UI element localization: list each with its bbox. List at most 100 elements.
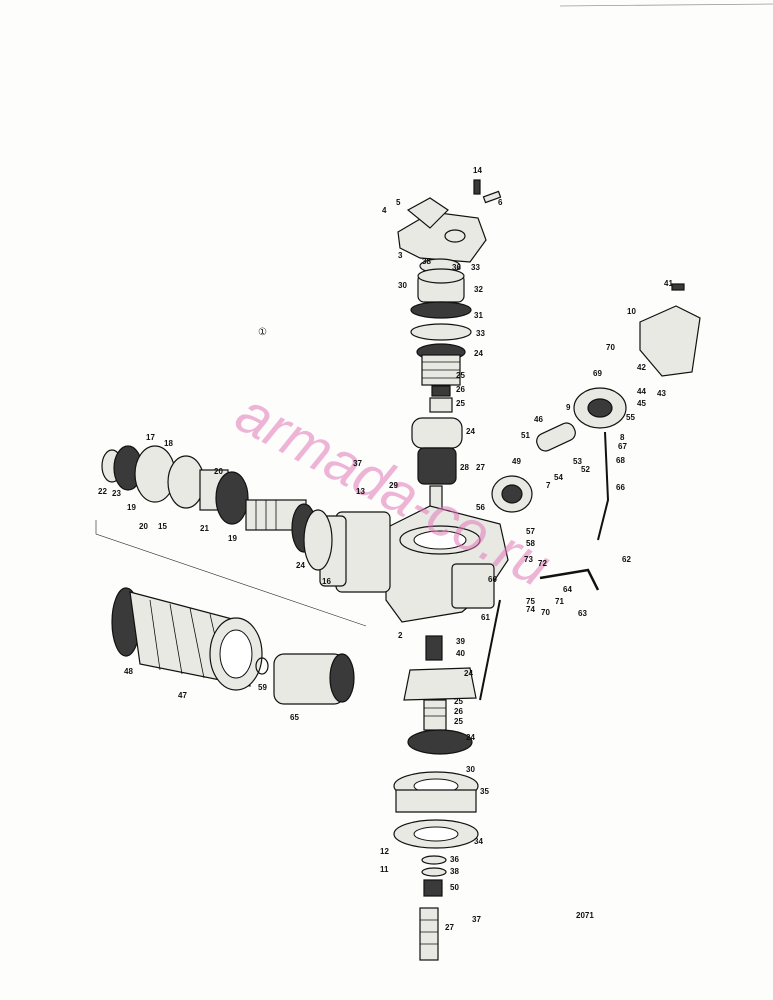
part-label-10: 10 [627, 307, 636, 316]
part-label-5: 5 [396, 198, 401, 207]
scan-edge-line [559, 3, 773, 7]
steering-assembly [479, 283, 701, 701]
part-label-54: 54 [554, 473, 563, 482]
part-label-70b: 70 [541, 608, 550, 617]
part-label-8: 8 [620, 433, 625, 442]
part-label-36a: 36 [452, 263, 461, 272]
part-label-16: 16 [322, 577, 331, 586]
part-label-72: 72 [538, 559, 547, 568]
bellows-47 [111, 587, 263, 691]
part-label-25c: 25 [454, 697, 463, 706]
part-label-4: 4 [382, 206, 387, 215]
part-label-20a: 20 [139, 522, 148, 531]
part-label-18: 18 [164, 439, 173, 448]
part-label-56: 56 [476, 503, 485, 512]
part-label-30a: 30 [398, 281, 407, 290]
part-label-51: 51 [521, 431, 530, 440]
part-label-19a: 19 [127, 503, 136, 512]
part-label-25b: 25 [456, 399, 465, 408]
part-label-59: 59 [258, 683, 267, 692]
part-label-46: 46 [534, 415, 543, 424]
part-label-24e: 24 [466, 733, 475, 742]
section-marker: ① [258, 327, 267, 338]
part-label-13: 13 [356, 487, 365, 496]
part-label-26a: 26 [456, 385, 465, 394]
part-label-33b: 33 [476, 329, 485, 338]
part-label-12: 12 [380, 847, 389, 856]
part-label-24d: 24 [464, 669, 473, 678]
part-label-68: 68 [616, 456, 625, 465]
part-label-20b: 20 [214, 467, 223, 476]
part-label-49: 49 [512, 457, 521, 466]
upper-cover-assembly [397, 179, 502, 263]
part-label-43: 43 [657, 389, 666, 398]
group-bracket [95, 520, 367, 627]
diagram-number: 2071 [576, 911, 594, 920]
horizontal-shaft-assembly [101, 445, 333, 571]
part-label-9: 9 [566, 403, 571, 412]
part-label-39: 39 [456, 637, 465, 646]
part-label-57: 57 [526, 527, 535, 536]
part-label-62: 62 [622, 555, 631, 564]
part-label-52: 52 [581, 465, 590, 474]
part-label-25d: 25 [454, 717, 463, 726]
part-label-22: 22 [98, 487, 107, 496]
part-label-15: 15 [158, 522, 167, 531]
part-label-21: 21 [200, 524, 209, 533]
part-label-3: 3 [398, 251, 403, 260]
part-label-44: 44 [637, 387, 646, 396]
part-label-24b: 24 [466, 427, 475, 436]
part-label-47: 47 [178, 691, 187, 700]
part-label-28: 28 [460, 463, 469, 472]
part-label-74: 74 [526, 605, 535, 614]
part-label-38a: 38 [422, 257, 431, 266]
part-label-67: 67 [618, 442, 627, 451]
filter-65 [255, 653, 355, 705]
part-label-36b: 36 [450, 855, 459, 864]
lower-drive-stack [393, 635, 479, 961]
part-label-35: 35 [480, 787, 489, 796]
part-label-53: 53 [573, 457, 582, 466]
part-label-48: 48 [124, 667, 133, 676]
part-label-26b: 26 [454, 707, 463, 716]
part-label-65: 65 [290, 713, 299, 722]
part-label-30b: 30 [466, 765, 475, 774]
part-label-23: 23 [112, 489, 121, 498]
part-label-25a: 25 [456, 371, 465, 380]
part-label-45: 45 [637, 399, 646, 408]
part-label-19b: 19 [228, 534, 237, 543]
part-label-34: 34 [474, 837, 483, 846]
part-label-58: 58 [526, 539, 535, 548]
part-label-55: 55 [626, 413, 635, 422]
part-label-14: 14 [473, 166, 482, 175]
part-label-24c: 24 [296, 561, 305, 570]
part-label-42: 42 [637, 363, 646, 372]
part-label-73: 73 [524, 555, 533, 564]
part-label-75: 75 [526, 597, 535, 606]
part-label-41: 41 [664, 279, 673, 288]
part-label-27b: 27 [445, 923, 454, 932]
part-label-31: 31 [474, 311, 483, 320]
part-label-37a: 37 [353, 459, 362, 468]
part-label-2: 2 [398, 631, 403, 640]
part-label-11: 11 [380, 865, 389, 874]
upper-bearing-stack [410, 258, 472, 527]
part-label-27a: 27 [476, 463, 485, 472]
part-label-17: 17 [146, 433, 155, 442]
part-label-33a: 33 [471, 263, 480, 272]
part-label-63: 63 [578, 609, 587, 618]
part-label-70a: 70 [606, 343, 615, 352]
part-label-37b: 37 [472, 915, 481, 924]
part-label-29: 29 [389, 481, 398, 490]
bolt-14 [473, 179, 481, 195]
part-label-66: 66 [616, 483, 625, 492]
part-label-24a: 24 [474, 349, 483, 358]
part-label-7: 7 [546, 481, 551, 490]
part-label-64: 64 [563, 585, 572, 594]
central-housing [319, 505, 509, 623]
part-label-38b: 38 [450, 867, 459, 876]
part-label-60: 60 [488, 575, 497, 584]
